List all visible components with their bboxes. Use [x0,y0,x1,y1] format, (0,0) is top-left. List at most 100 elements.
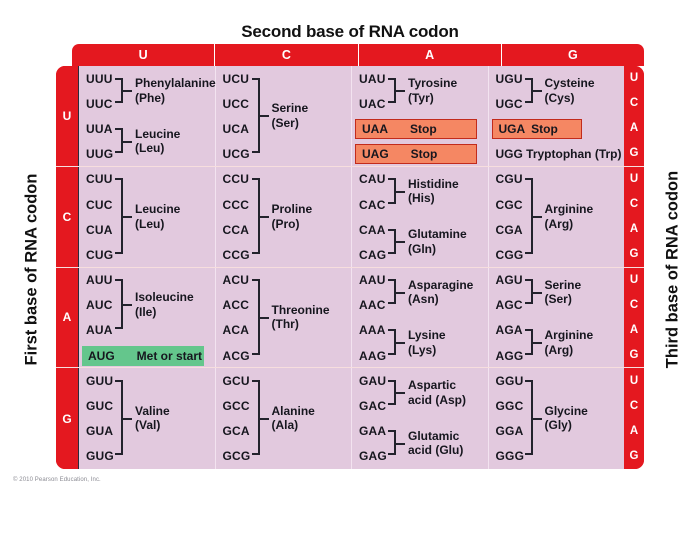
bracket-tick [396,90,405,93]
bracket [251,178,260,254]
third-base-letter-a: A [629,122,639,135]
bracket [524,178,533,254]
amino-acid-name-line1: Leucine [135,126,181,141]
first-base-letter-u: U [56,66,78,166]
amino-acid-name: Tyrosine(Tyr) [408,76,457,105]
codon-aga: AGA [495,323,523,338]
codon-uca: UCA [222,121,250,136]
bracket [115,77,123,103]
amino-acid-name: Arginine(Arg) [545,202,594,231]
amino-acid-name: Cysteine(Cys) [545,76,595,105]
third-base-letter-c: C [629,97,639,110]
first-base-axis-label: First base of RNA codon [22,173,41,366]
highlight-codon: UGA [498,121,526,136]
amino-acid-name-line1: Glycine [544,403,588,418]
amino-acid-name: Valine(Val) [135,404,170,433]
codon-uuc: UUC [86,96,113,111]
codon-cgu: CGU [495,172,523,187]
amino-acid-groups: Isoleucine(Ile) [79,268,215,368]
bracket [251,279,260,355]
codon-ggc: GGC [495,399,524,414]
third-base-letter-u: U [629,374,639,387]
bracket-tick [259,417,269,420]
bracket [524,279,533,305]
third-base-letter-u: U [629,72,639,85]
amino-acid-name-line2: acid (Glu) [408,443,464,458]
bracket [524,329,533,355]
codon-cuu: CUU [86,172,113,187]
highlight-label: Stop [410,147,438,162]
amino-acid-name-line1: Cysteine [544,76,595,91]
codon-cug: CUG [86,247,114,262]
bracket [115,178,123,254]
codon-aua: AUA [86,323,113,338]
amino-acid-groups: Histidine(His)Glutamine(Gln) [352,167,488,267]
codon-guc: GUC [86,399,114,414]
codon-acu: ACU [222,273,250,288]
bracket [388,228,396,254]
amino-acid-name-line2: (Cys) [544,90,575,105]
bracket [251,379,260,456]
bracket-tick [123,304,132,307]
amino-acid-name-line2: (Ser) [271,115,299,130]
codon-cau: CAU [359,172,386,187]
amino-acid-name: Alanine(Ala) [272,404,315,433]
bracket-tick [396,291,405,294]
bracket-tick [532,90,542,93]
codon-aaa: AAA [359,323,386,338]
first-base-letter-c: C [56,166,78,267]
bracket [115,127,123,154]
bracket-tick [532,342,542,345]
amino-acid-name-line2: (Ala) [271,418,299,433]
highlight-codon: AUG [88,348,115,363]
codon-cga: CGA [495,222,523,237]
bracket-tick [396,392,405,395]
third-base-letter-c: C [629,400,639,413]
bracket-tick [259,216,269,219]
highlight-codon: UAA [362,121,388,136]
bracket [388,178,396,204]
codon-auu: AUU [86,273,113,288]
codon-gaa: GAA [359,424,387,439]
amino-acid-name-line1: Threonine [271,302,330,317]
bracket-tick [123,90,132,93]
amino-acid-name: Asparagine(Asn) [408,278,473,307]
third-base-letter-g: G [629,348,639,361]
third-base-letter-c: C [629,298,639,311]
amino-acid-name: Phenylalanine(Phe) [135,76,216,105]
amino-acid-name: Histidine(His) [408,177,459,206]
amino-acid-name-line2: (Tyr) [408,90,434,105]
amino-acid-name-line1: Serine [271,101,309,116]
codon-auc: AUC [86,298,113,313]
amino-acid-groups: Leucine(Leu) [79,167,215,267]
amino-acid-name-line2: (Phe) [135,90,165,105]
bracket [388,279,396,305]
codon-agg: AGG [495,348,524,363]
third-base-letter-g: G [629,147,639,160]
codon-ccc: CCC [222,197,250,212]
amino-acid-groups: Alanine(Ala) [216,368,352,469]
amino-acid-name: Serine(Ser) [272,101,309,130]
amino-acid-groups: Valine(Val) [79,368,215,469]
codon-uuu: UUU [86,71,113,86]
amino-acid-name-line1: Valine [135,403,170,418]
codon-ucu: UCU [222,71,250,86]
